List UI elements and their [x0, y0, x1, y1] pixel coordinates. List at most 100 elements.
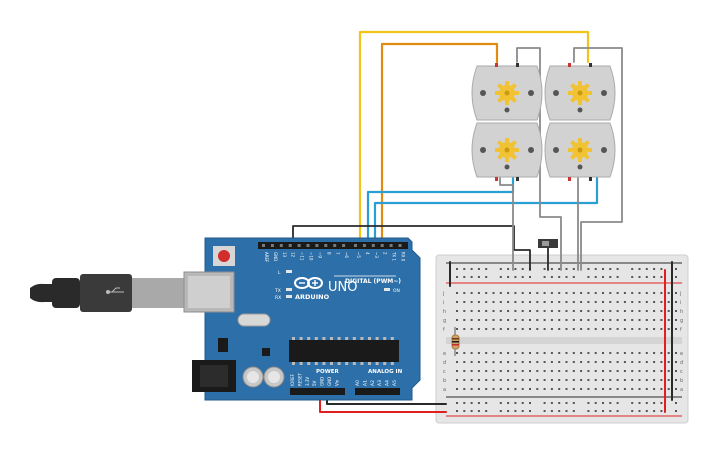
row-letter: a: [680, 387, 683, 393]
digital-pin[interactable]: [288, 244, 292, 247]
digital-pin[interactable]: [380, 244, 384, 247]
digital-pin-label: RX 0: [401, 252, 406, 262]
row-letter: f: [443, 327, 445, 333]
power-header[interactable]: [290, 388, 345, 395]
power-pin-label: GND: [327, 377, 332, 386]
digital-pin[interactable]: [262, 244, 265, 247]
analog-pin-label: A0: [355, 380, 361, 386]
row-letter: b: [443, 378, 446, 384]
digital-pin[interactable]: [324, 244, 328, 247]
wire-gray-2[interactable]: [573, 47, 623, 271]
wire-black-top[interactable]: [292, 225, 531, 271]
wire-blue-1[interactable]: [366, 176, 515, 248]
wire-gray-3[interactable]: [499, 177, 514, 271]
power-pin-label: GND: [320, 377, 325, 386]
digital-pin-label: ~11: [300, 252, 305, 261]
row-letter: f: [680, 327, 682, 333]
crystal: [237, 313, 271, 327]
digital-pin-label: 2: [383, 252, 388, 255]
atmega-chip: [289, 340, 399, 362]
resistor[interactable]: [451, 327, 460, 356]
row-letter: a: [443, 387, 446, 393]
digital-pin[interactable]: [371, 244, 375, 247]
digital-pin[interactable]: [333, 244, 337, 247]
digital-pin-labels: AREF GND 13 12 ~11 ~10~9 8 7 ~6 ~5 4 ~3 2 TX 1 RX 0: [264, 251, 406, 263]
motor-bottom-left[interactable]: [471, 122, 543, 181]
digital-pin-label: 12: [291, 252, 296, 258]
digital-pin[interactable]: [342, 244, 346, 247]
infinity-logo-icon: [294, 277, 323, 289]
power-pin-label: Vin: [334, 379, 339, 386]
usb-cable-icon[interactable]: [30, 274, 219, 312]
row-letter: i: [443, 300, 444, 306]
digital-pin[interactable]: [389, 244, 393, 247]
digital-pin[interactable]: [354, 244, 357, 247]
power-pin-label: RESET: [297, 373, 302, 386]
wires[interactable]: [292, 30, 673, 413]
rx-label: RX: [275, 295, 281, 301]
digital-pin-label: ~6: [344, 252, 349, 258]
digital-pin-label: ~10: [309, 252, 314, 261]
digital-header[interactable]: [258, 242, 408, 249]
power-pin-label: 5V: [312, 380, 317, 386]
digital-pin[interactable]: [279, 244, 283, 247]
l-label: L: [278, 270, 281, 276]
slide-switch[interactable]: [538, 239, 558, 248]
digital-pin[interactable]: [297, 244, 301, 247]
digital-pin-holes[interactable]: [262, 244, 402, 247]
analog-pin-label: A5: [392, 380, 398, 386]
row-letter: c: [680, 369, 683, 375]
dc-motors[interactable]: [471, 63, 616, 181]
digital-pin[interactable]: [270, 244, 274, 247]
motor-top-right[interactable]: [544, 63, 616, 121]
row-letter: j: [442, 291, 444, 297]
motor-bottom-right[interactable]: [544, 122, 616, 181]
digital-pin-label: ~3: [374, 252, 379, 258]
analog-pin-label: A4: [385, 380, 391, 386]
digital-pin[interactable]: [398, 244, 402, 247]
row-letter: h: [443, 309, 446, 315]
row-letter: g: [443, 318, 446, 324]
wire-orange[interactable]: [380, 42, 499, 248]
digital-pin-label: 7: [335, 252, 340, 255]
digital-label: DIGITAL (PWM~): [345, 278, 401, 285]
digital-pin-label: ~9: [317, 252, 322, 258]
row-letter: i: [680, 300, 681, 306]
digital-pin[interactable]: [362, 244, 366, 247]
wire-blue-2[interactable]: [373, 176, 599, 248]
digital-pin[interactable]: [306, 244, 310, 247]
analog-pin-label: A3: [377, 380, 383, 386]
wire-yellow[interactable]: [358, 30, 590, 248]
breadboard-holes[interactable]: [456, 268, 677, 412]
digital-pin-label: 4: [365, 252, 370, 255]
motor-top-left[interactable]: [471, 63, 543, 121]
row-letter: e: [443, 351, 446, 357]
arduino-uno-board[interactable]: AREF GND 13 12 ~11 ~10~9 8 7 ~6 ~5 4 ~3 2 TX 1 RX 0 DI…: [183, 237, 421, 401]
row-letter: g: [680, 318, 683, 324]
digital-pin-label: GND: [273, 252, 278, 261]
power-pin-label: 3.3V: [305, 377, 310, 386]
digital-pin-label: ~5: [356, 252, 361, 258]
tx-label: TX: [274, 288, 281, 294]
digital-pin-label: AREF: [264, 252, 269, 263]
model-label: UNO: [328, 280, 357, 295]
digital-pin-label: TX 1: [392, 251, 397, 261]
analog-header[interactable]: [355, 388, 400, 395]
digital-pin-label: 8: [326, 252, 331, 255]
power-pin-label: IOREF: [290, 373, 295, 386]
digital-pin-label: 13: [282, 252, 287, 258]
row-letter: c: [443, 369, 446, 375]
analog-label: ANALOG IN: [368, 369, 403, 375]
gear-icon: [495, 81, 519, 105]
gear-icon: [568, 138, 592, 162]
row-letter: b: [680, 378, 683, 384]
row-letter: d: [680, 360, 683, 366]
digital-pin[interactable]: [315, 244, 319, 247]
analog-pin-label: A2: [370, 380, 376, 386]
